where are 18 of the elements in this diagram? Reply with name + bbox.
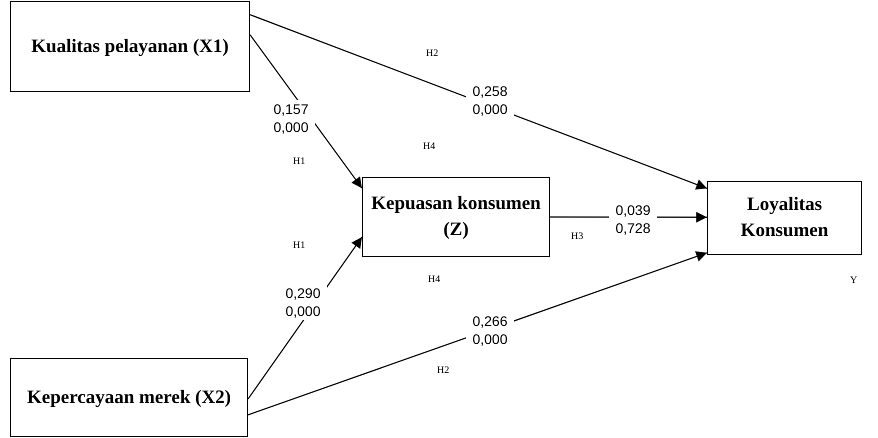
variable-name: Kepuasan konsumen (Z) [371, 192, 541, 242]
arrow [250, 14, 708, 190]
hypothesis-label: H2 [426, 48, 438, 60]
hypothesis-label: H4 [428, 274, 440, 286]
arrow [248, 251, 708, 416]
variable-name: Kepercayaan merek (X2) [26, 386, 232, 410]
hypothesis-label: H2 [437, 365, 450, 377]
hypothesis-label: H1 [293, 156, 306, 168]
variable-box [10, 358, 248, 437]
variable-box [362, 177, 550, 257]
variable-name: Kualitas pelayanan (X1) [31, 34, 229, 58]
hypothesis-label: H3 [571, 231, 584, 243]
hypothesis-label: H1 [293, 240, 306, 252]
variable-box [10, 1, 250, 92]
variable-box [707, 181, 862, 255]
hypothesis-label: H4 [423, 141, 436, 153]
hypothesis-label: Y [850, 275, 858, 287]
variable-name: Loyalitas Konsumen [740, 193, 830, 243]
